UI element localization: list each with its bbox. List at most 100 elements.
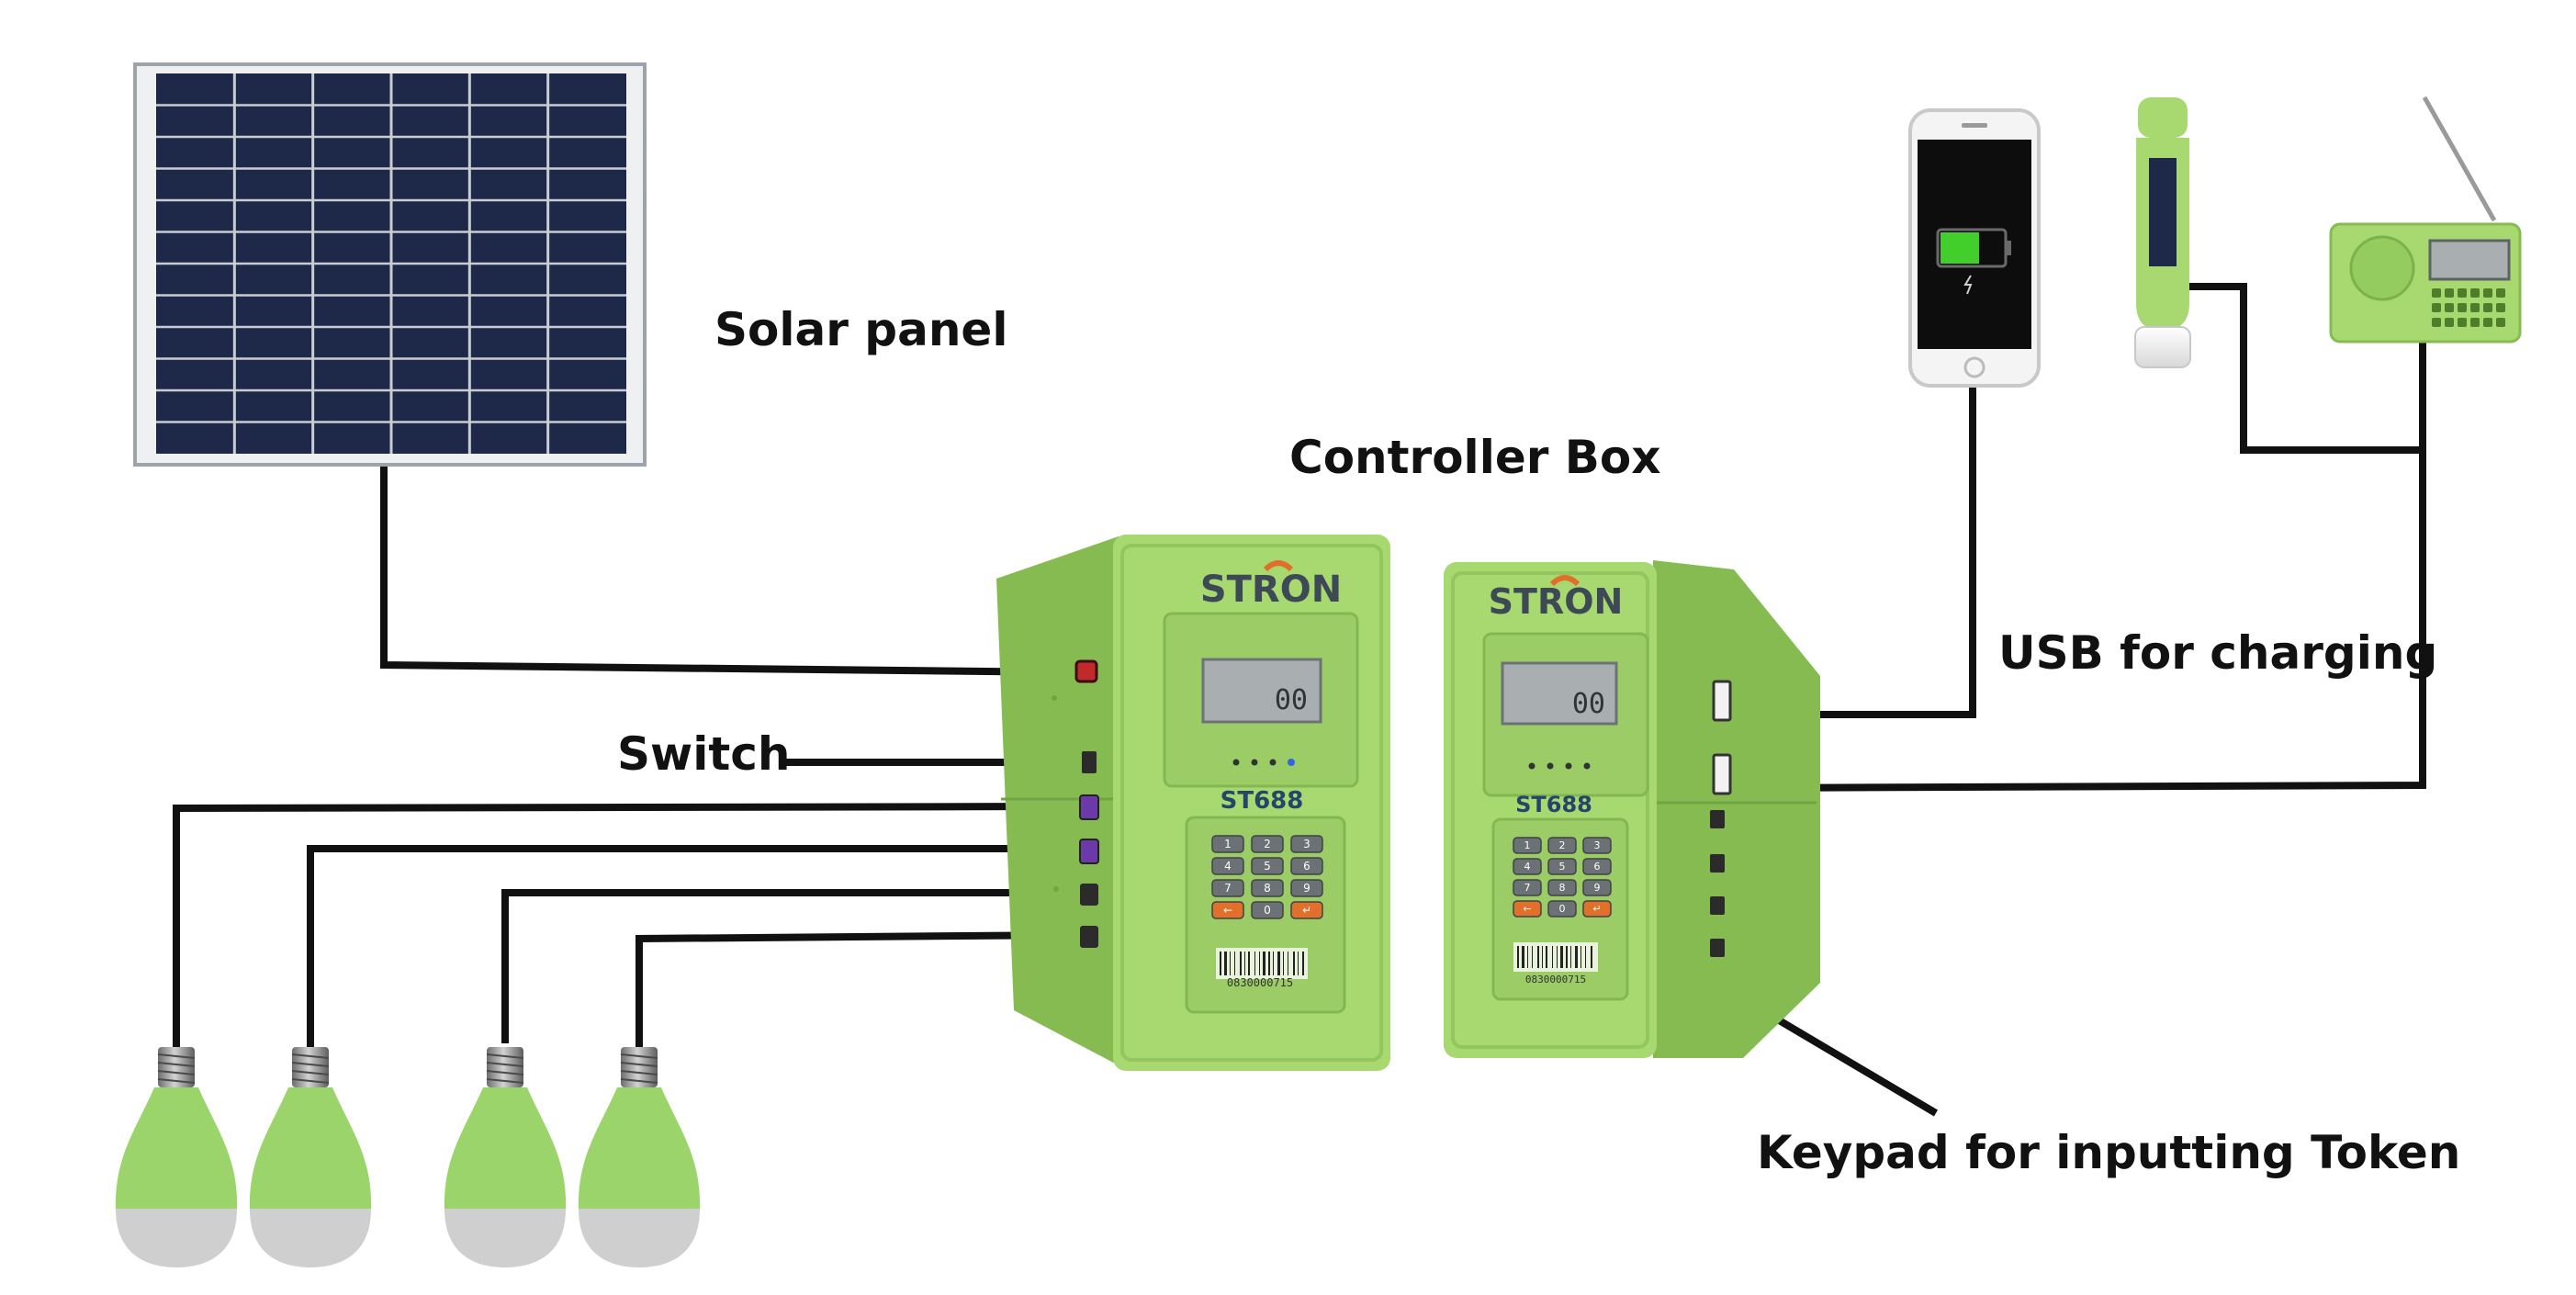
keypad-key-label: 9: [1303, 882, 1310, 895]
led-bulb-3: [444, 1047, 567, 1267]
keypad-key-label: ↵: [1302, 904, 1311, 917]
radio-speaker: [2349, 235, 2415, 301]
keypad-key[interactable]: 2: [1251, 835, 1284, 853]
box-right-barcode-number: 0830000715: [1525, 974, 1586, 985]
keypad-key[interactable]: 0: [1251, 901, 1284, 919]
torch-solar-strip: [2149, 158, 2177, 266]
box-left-side-face: [996, 536, 1119, 1065]
controller-box-right: STRON 00 ST688 1 2 3 4 5 6 7 8 9 ← 0 ↵ 0830000715: [1444, 560, 1820, 1058]
led-bulb-4: [578, 1047, 701, 1267]
keypad-key-label: 0: [1264, 904, 1271, 917]
solar-cell-grid: [156, 73, 626, 454]
radio-keypad: [2432, 288, 2505, 327]
solar-panel-label: Solar panel: [714, 303, 1007, 356]
box-right-barcode: [1513, 942, 1598, 972]
keypad-key[interactable]: 1: [1513, 837, 1542, 854]
side-port-3[interactable]: [1710, 896, 1725, 915]
keypad-key-label: ←: [1523, 903, 1531, 915]
usb-port-1[interactable]: [1712, 680, 1732, 722]
keypad-key[interactable]: 9: [1290, 879, 1323, 897]
switch-button[interactable]: [1082, 751, 1097, 773]
keypad-key[interactable]: 9: [1582, 879, 1612, 896]
keypad-key-label: 8: [1559, 882, 1566, 894]
portable-radio: [2329, 96, 2522, 343]
led-bulbs: [115, 1047, 701, 1267]
usb-charging-label: USB for charging: [1998, 626, 2437, 680]
controller-box-label: Controller Box: [1289, 431, 1661, 484]
controller-box-left: STRON 00 ST688 1 2 3 4 5 6 7 8 9 ← 0 ↵ 0830000715: [996, 535, 1390, 1071]
keypad-key[interactable]: 3: [1290, 835, 1323, 853]
bulb-4-wire: [636, 931, 1077, 1047]
keypad-key[interactable]: 7: [1513, 879, 1542, 896]
solar-input-port[interactable]: [1074, 659, 1098, 683]
keypad-key[interactable]: 2: [1547, 837, 1577, 854]
side-port-4[interactable]: [1710, 939, 1725, 957]
box-right-side-face: [1653, 560, 1820, 1058]
box-left-lcd: [1201, 658, 1322, 724]
keypad-key[interactable]: ←: [1211, 901, 1244, 919]
box-right-model: ST688: [1515, 792, 1592, 817]
side-port-2[interactable]: [1710, 854, 1725, 873]
box-left-brand: STRON: [1200, 569, 1342, 611]
led-bulb-2: [249, 1047, 372, 1267]
keypad-key-label: 7: [1524, 882, 1531, 894]
side-port-1[interactable]: [1710, 810, 1725, 828]
bulb-3-wire: [501, 889, 1076, 1043]
keypad-key-label: 7: [1224, 882, 1232, 895]
keypad-key-label: 3: [1303, 838, 1310, 850]
lamp-port-3[interactable]: [1080, 884, 1098, 906]
lamp-port-2[interactable]: [1079, 839, 1099, 864]
lamp-port-1[interactable]: [1079, 794, 1099, 820]
keypad-key-label: 2: [1264, 838, 1271, 850]
keypad-key-label: 6: [1594, 861, 1601, 873]
keypad-key-label: ←: [1223, 904, 1232, 917]
keypad-key[interactable]: ←: [1513, 900, 1542, 918]
keypad-key[interactable]: 8: [1547, 879, 1577, 896]
lamp-port-4[interactable]: [1080, 926, 1098, 948]
radio-display: [2428, 239, 2511, 281]
usb-port-2[interactable]: [1712, 753, 1732, 795]
keypad-key-label: 1: [1524, 839, 1531, 851]
keypad-key-label: 4: [1224, 860, 1232, 873]
keypad-key[interactable]: 5: [1251, 857, 1284, 875]
phone-home-button: [1963, 356, 1985, 378]
keypad-key[interactable]: 4: [1513, 858, 1542, 875]
box-left-barcode-number: 0830000715: [1227, 976, 1293, 989]
keypad-key-label: 0: [1559, 903, 1566, 915]
bulb-1-wire: [173, 803, 1077, 1047]
keypad-key-label: ↵: [1592, 903, 1601, 915]
keypad-key-label: 1: [1224, 838, 1232, 850]
box-left-model: ST688: [1221, 787, 1304, 815]
box-right-brand: STRON: [1489, 581, 1624, 622]
box-right-lcd: [1501, 661, 1618, 726]
switch-label: Switch: [617, 727, 790, 781]
keypad-key-label: 5: [1264, 860, 1271, 873]
keypad-key[interactable]: 8: [1251, 879, 1284, 897]
keypad-key[interactable]: 6: [1582, 858, 1612, 875]
keypad-key[interactable]: 7: [1211, 879, 1244, 897]
keypad-key[interactable]: 4: [1211, 857, 1244, 875]
smartphone: [1908, 108, 2041, 388]
solar-panel: [133, 62, 647, 467]
keypad-key-label: 5: [1559, 861, 1566, 873]
led-bulb-1: [115, 1047, 238, 1267]
keypad-key[interactable]: ↵: [1290, 901, 1323, 919]
keypad-key[interactable]: ↵: [1582, 900, 1612, 918]
box-left-keypad[interactable]: 1 2 3 4 5 6 7 8 9 ← 0 ↵: [1211, 835, 1323, 919]
box-right-keypad[interactable]: 1 2 3 4 5 6 7 8 9 ← 0 ↵: [1513, 837, 1612, 918]
keypad-key[interactable]: 0: [1547, 900, 1577, 918]
keypad-key[interactable]: 5: [1547, 858, 1577, 875]
keypad-key[interactable]: 6: [1290, 857, 1323, 875]
keypad-key-label: 3: [1594, 839, 1601, 851]
keypad-key-label: 2: [1559, 839, 1566, 851]
solar-torch: [2134, 97, 2191, 368]
radio-antenna: [2422, 96, 2497, 222]
battery-fill: [1940, 232, 1979, 264]
solar-wire: [380, 465, 1071, 676]
box-left-lcd-reading: 00: [1275, 684, 1308, 716]
box-right-lcd-reading: 00: [1572, 688, 1605, 720]
radio-torch-wire: [1737, 336, 2426, 792]
keypad-key[interactable]: 3: [1582, 837, 1612, 854]
keypad-key[interactable]: 1: [1211, 835, 1244, 853]
